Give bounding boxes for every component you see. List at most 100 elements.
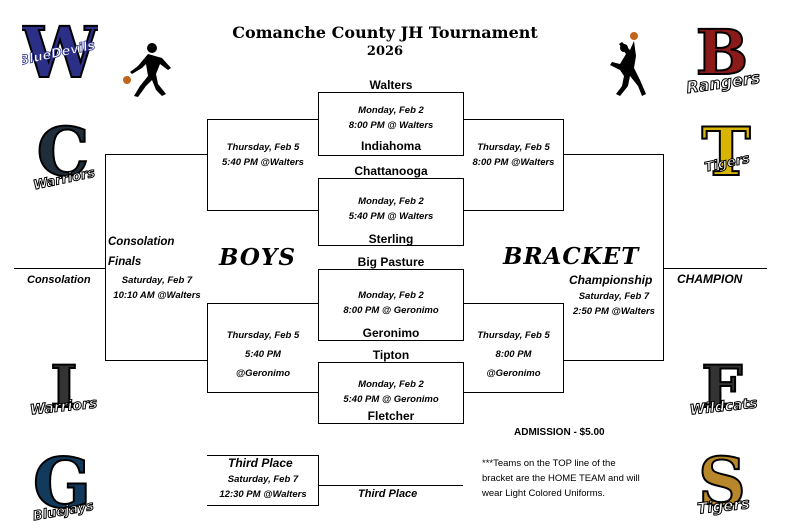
svg-text:G: G xyxy=(33,445,91,521)
team-sterling: Sterling xyxy=(368,232,414,246)
consolation-winner-line xyxy=(14,268,106,269)
third-place-winner-label: Third Place xyxy=(358,488,418,500)
team-big-pasture: Big Pasture xyxy=(357,255,425,269)
team-indiahoma: Indiahoma xyxy=(360,139,421,153)
basketball-player-dribbling-icon xyxy=(118,40,180,98)
tigers-s-logo: S Tigers xyxy=(684,442,760,522)
bracket-line xyxy=(318,269,463,270)
bracket-line xyxy=(463,392,564,393)
game-3-info: Monday, Feb 2 8:00 PM @ Geronimo xyxy=(318,288,464,318)
semi-upper-right-date: Thursday, Feb 5 xyxy=(477,142,550,153)
svg-text:S: S xyxy=(698,445,746,521)
bracket-line xyxy=(318,340,464,341)
third-place-date: Saturday, Feb 7 xyxy=(227,474,299,485)
bracket-line xyxy=(463,269,464,341)
semi-lower-left-date: Thursday, Feb 5 xyxy=(226,330,300,341)
game-4-time: 5:40 PM @ Geronimo xyxy=(343,394,439,405)
bracket-line xyxy=(207,303,208,393)
bracket-line xyxy=(207,455,319,456)
third-place-winner-line xyxy=(318,485,463,486)
bracket-line xyxy=(207,119,208,211)
semi-upper-left-time: 5:40 PM @Walters xyxy=(222,157,304,168)
bracket-line xyxy=(318,269,319,341)
team-geronimo: Geronimo xyxy=(362,326,420,340)
third-place-time: 12:30 PM @Walters xyxy=(219,489,307,500)
boys-banner: BOYS xyxy=(219,244,296,271)
bracket-line xyxy=(105,154,106,361)
bracket-line xyxy=(207,119,319,120)
bracket-banner: BRACKET xyxy=(503,243,640,270)
consolation-heading-line1: Consolation xyxy=(108,236,175,248)
consolation-game-info: Saturday, Feb 7 10:10 AM @Walters xyxy=(107,273,207,303)
bracket-line xyxy=(663,154,664,361)
bluejays-logo: G Bluejays xyxy=(24,443,100,525)
tigers-t-logo: T Tigers xyxy=(688,112,764,192)
champion-label: CHAMPION xyxy=(677,272,743,286)
semi-lower-right-date: Thursday, Feb 5 xyxy=(477,330,550,341)
bracket-line xyxy=(318,155,464,156)
bracket-line xyxy=(563,303,564,393)
svg-text:W: W xyxy=(22,15,98,91)
bracket-line xyxy=(463,210,564,211)
semi-upper-right-info: Thursday, Feb 5 8:00 PM @Walters xyxy=(466,140,561,170)
consolation-winner-label: Consolation xyxy=(27,274,91,286)
svg-text:C: C xyxy=(37,115,90,191)
consolation-heading-line2: Finals xyxy=(108,256,142,268)
game-1-time: 8:00 PM @ Walters xyxy=(348,120,434,131)
championship-game-info: Saturday, Feb 7 2:50 PM @Walters xyxy=(565,289,663,319)
bracket-line xyxy=(318,178,319,246)
bracket-line xyxy=(318,92,463,93)
bracket-line xyxy=(318,92,319,155)
third-place-heading: Third Place xyxy=(228,456,293,470)
bracket-line xyxy=(207,210,319,211)
semi-upper-right-time: 8:00 PM @Walters xyxy=(472,157,555,168)
home-team-note: ***Teams on the TOP line of the bracket … xyxy=(482,458,640,499)
game-2-date: Monday, Feb 2 xyxy=(358,196,424,207)
svg-text:Tigers: Tigers xyxy=(696,494,750,517)
game-1-date: Monday, Feb 2 xyxy=(358,105,424,116)
bracket-line xyxy=(105,154,208,155)
svg-text:F: F xyxy=(701,355,742,421)
bracket-line xyxy=(207,505,319,506)
semi-upper-left-date: Thursday, Feb 5 xyxy=(226,142,300,153)
game-4-date: Monday, Feb 2 xyxy=(358,379,424,390)
game-3-time: 8:00 PM @ Geronimo xyxy=(343,305,439,316)
semi-lower-right-place: @Geronimo xyxy=(486,368,541,379)
tournament-year: 2026 xyxy=(366,44,404,59)
wildcats-logo: F Wildcats xyxy=(684,352,760,431)
bracket-line xyxy=(463,178,464,246)
semi-lower-left-place: @Geronimo xyxy=(235,368,291,379)
bracket-line xyxy=(463,119,564,120)
bracket-line xyxy=(105,360,208,361)
game-1-info: Monday, Feb 2 8:00 PM @ Walters xyxy=(318,103,464,133)
third-place-game-info: Saturday, Feb 7 12:30 PM @Walters xyxy=(209,472,317,502)
consolation-finals-heading: Consolation Finals xyxy=(108,232,174,272)
bracket-line xyxy=(318,423,464,424)
basketball-player-shooting-icon xyxy=(598,32,656,98)
admission-price: ADMISSION - $5.00 xyxy=(514,427,605,438)
svg-text:T: T xyxy=(701,115,750,191)
tournament-title: Comanche County JH Tournament xyxy=(232,23,538,42)
semi-upper-left-info: Thursday, Feb 5 5:40 PM @Walters xyxy=(210,140,316,170)
consolation-time: 10:10 AM @Walters xyxy=(113,290,201,301)
bracket-line xyxy=(563,154,664,155)
team-walters: Walters xyxy=(369,78,413,92)
semi-lower-left-time: 5:40 PM xyxy=(245,349,281,360)
bracket-line xyxy=(318,362,463,363)
championship-time: 2:50 PM @Walters xyxy=(573,306,655,317)
bracket-line xyxy=(318,178,463,179)
semi-lower-right-time: 8:00 PM xyxy=(495,349,532,360)
bracket-line xyxy=(318,362,319,424)
bracket-line xyxy=(463,303,564,304)
svg-text:I: I xyxy=(50,355,77,421)
svg-text:B: B xyxy=(696,18,748,89)
bracket-line xyxy=(463,362,464,424)
bracket-line xyxy=(563,360,664,361)
warriors-i-logo: I Warriors xyxy=(26,352,102,431)
champion-line xyxy=(663,268,767,269)
bracket-line xyxy=(463,92,464,155)
rangers-logo: B Rangers xyxy=(684,15,762,98)
game-2-info: Monday, Feb 2 5:40 PM @ Walters xyxy=(318,194,464,224)
team-chattanooga: Chattanooga xyxy=(354,164,428,178)
game-3-date: Monday, Feb 2 xyxy=(358,290,424,301)
